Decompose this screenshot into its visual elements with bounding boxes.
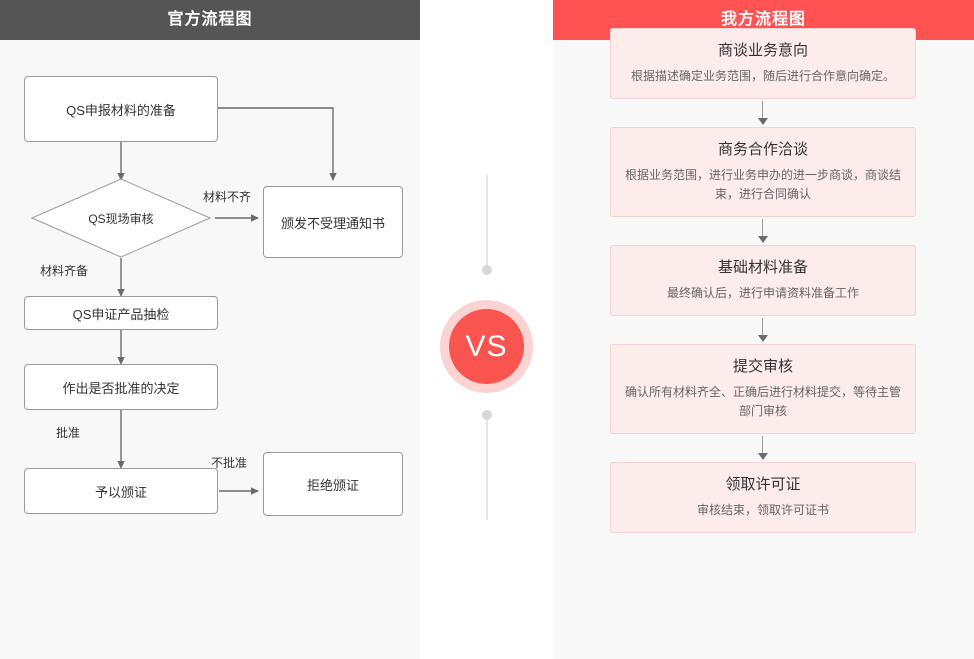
vs-badge: VS [440,300,533,393]
step-desc: 确认所有材料齐全、正确后进行材料提交，等待主管部门审核 [624,385,901,418]
node-review[interactable]: QS现场审核 [31,178,211,258]
diamond-shape [31,178,211,258]
our-process-panel: 我方流程图 商谈业务意向 根据描述确定业务范围，随后进行合作意向确定。 商务合作… [553,0,974,659]
node-refuse[interactable]: 拒绝颁证 [263,452,403,516]
step-card[interactable]: 领取许可证 审核结束，领取许可证书 [610,462,916,533]
arrow-head-icon [758,335,768,342]
step-card[interactable]: 基础材料准备 最终确认后，进行申请资料准备工作 [610,245,916,316]
divider-dot-top [482,265,492,275]
edge-label-incomplete: 材料不齐 [203,190,252,204]
step-title: 领取许可证 [725,476,801,493]
node-review-label: QS现场审核 [88,211,154,226]
edge-label-disapprove: 不批准 [211,456,248,470]
edge-label-complete: 材料齐备 [40,264,89,278]
arrow-stem [762,436,763,455]
divider-line-top [486,175,488,270]
arrow-head-icon [758,453,768,460]
step-card[interactable]: 商务合作洽谈 根据业务范围，进行业务申办的进一步商谈，商谈结束，进行合同确认 [610,127,916,217]
step-title: 商务合作洽谈 [717,141,808,158]
step-arrow [610,217,916,245]
our-process-steps: 商谈业务意向 根据描述确定业务范围，随后进行合作意向确定。 商务合作洽谈 根据业… [610,28,916,533]
step-title: 商谈业务意向 [717,42,808,59]
edge-label-approve: 批准 [56,426,81,440]
step-desc: 最终确认后，进行申请资料准备工作 [666,286,859,300]
vs-divider: VS [420,0,553,659]
step-desc: 根据业务范围，进行业务申办的进一步商谈，商谈结束，进行合同确认 [624,168,901,201]
vs-label: VS [449,309,524,384]
step-arrow [610,99,916,127]
official-process-panel: 官方流程图 [0,0,420,659]
step-title: 基础材料准备 [717,259,808,276]
step-desc: 审核结束，领取许可证书 [696,503,829,517]
divider-line-bottom [486,420,488,520]
node-grant[interactable]: 予以颁证 [24,468,218,514]
node-reject-notice[interactable]: 颁发不受理通知书 [263,186,403,258]
step-arrow [610,434,916,462]
node-decision[interactable]: 作出是否批准的决定 [24,364,218,410]
step-desc: 根据描述确定业务范围，随后进行合作意向确定。 [630,69,895,83]
node-prep[interactable]: QS申报材料的准备 [24,76,218,142]
step-card[interactable]: 商谈业务意向 根据描述确定业务范围，随后进行合作意向确定。 [610,28,916,99]
arrow-stem [762,219,763,238]
node-sampling[interactable]: QS申证产品抽检 [24,296,218,330]
arrow-stem [762,318,763,337]
flowchart-connectors [117,107,337,495]
step-card[interactable]: 提交审核 确认所有材料齐全、正确后进行材料提交，等待主管部门审核 [610,344,916,434]
arrow-stem [762,101,763,120]
official-process-header: 官方流程图 [0,0,420,40]
arrow-head-icon [758,236,768,243]
arrow-head-icon [758,118,768,125]
step-title: 提交审核 [732,358,793,375]
divider-dot-bottom [482,410,492,420]
official-flowchart: QS申报材料的准备 QS现场审核 颁发不受理通知书 QS申证产品抽检 作出是否批… [0,40,420,659]
step-arrow [610,316,916,344]
